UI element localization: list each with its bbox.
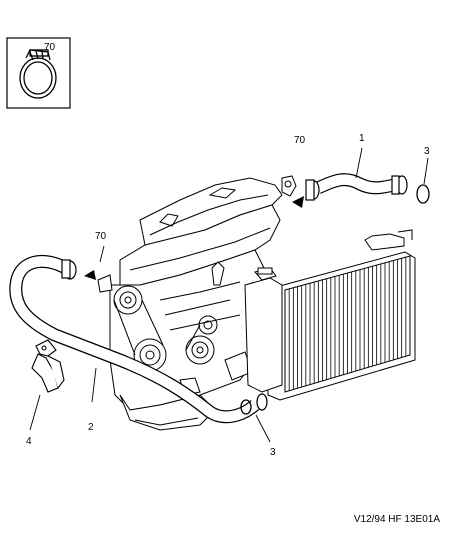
top-hose [305,173,408,201]
o-ring-bottom [240,399,252,415]
leader-lines [29,147,429,443]
callout-70-top: 70 [294,135,306,146]
pointer-arrows [84,196,304,280]
inset-box: 70 [6,37,71,109]
callout-2: 2 [88,422,94,433]
hose-clamp-icon [19,49,57,99]
bottom-hose [9,255,268,424]
reference-code: V12/94 HF 13E01A [354,514,440,525]
callout-1: 1 [359,133,365,144]
hose-bracket [31,339,65,393]
radiator [244,229,416,401]
radiator-core-fins [284,256,411,392]
callout-4: 4 [26,436,32,447]
callout-70-left: 70 [95,231,107,242]
inset-part-number: 70 [44,42,56,53]
o-ring-top [416,184,430,204]
callout-3-top: 3 [424,146,430,157]
callout-3-bottom: 3 [270,447,276,458]
